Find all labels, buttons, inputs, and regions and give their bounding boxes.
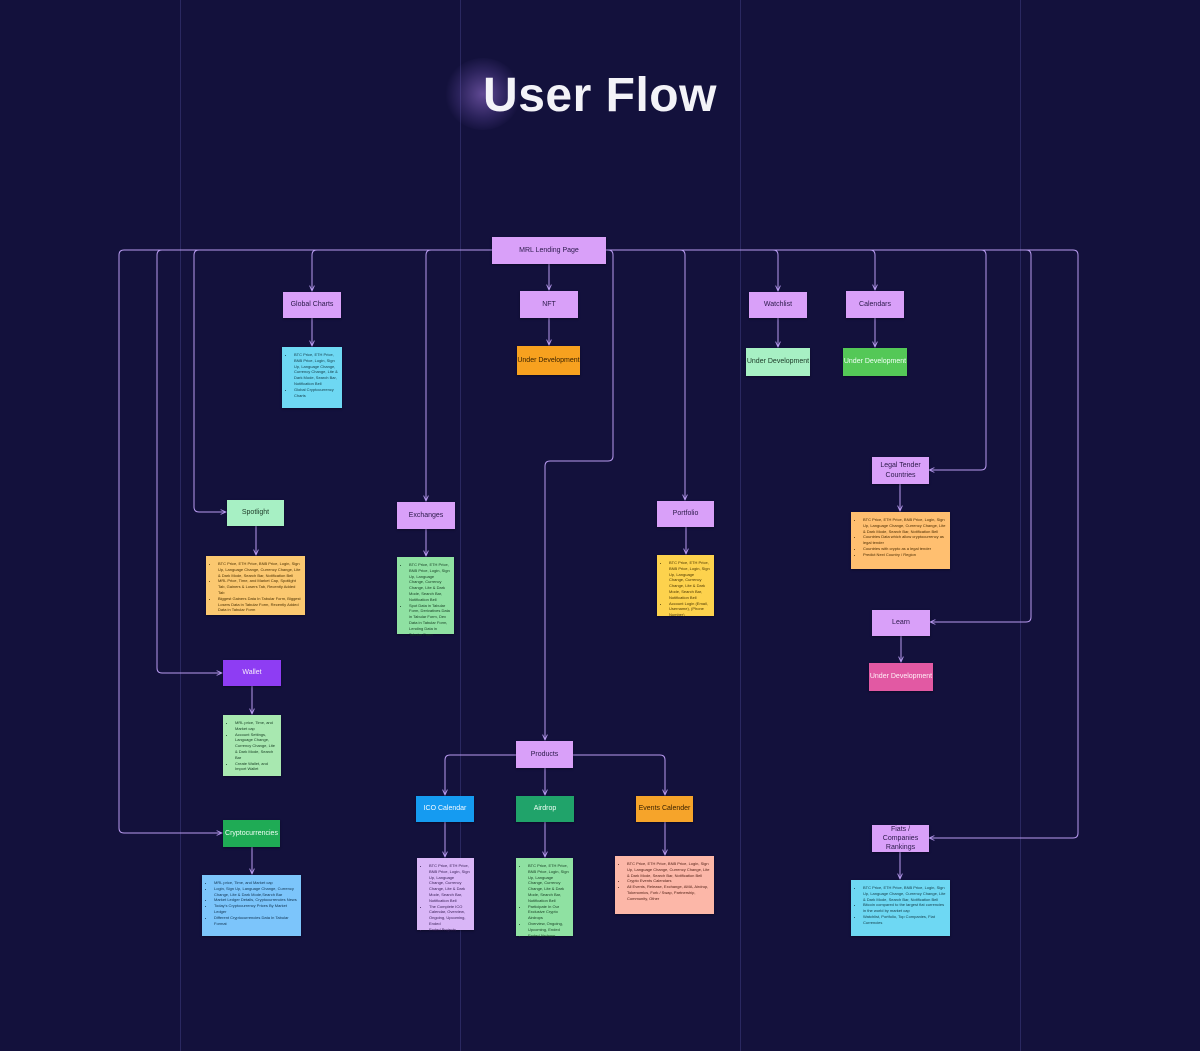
- legal-tender-countries-node[interactable]: Legal Tender Countries: [872, 457, 929, 484]
- watchlist-node[interactable]: Watchlist: [749, 292, 807, 318]
- connector-line: [156, 249, 492, 673]
- airdrop-notes: BTC Price, ETH Price, BNB Price, Login, …: [516, 858, 573, 939]
- landing-page-node[interactable]: MRL Lending Page: [492, 237, 606, 264]
- fiats-companies-rankings-node[interactable]: Fiats / Companies Rankings: [872, 825, 929, 852]
- legal-tender-notes: BTC Price, ETH Price, BNB Price, Login, …: [851, 512, 950, 569]
- note-item: MRL price, Time, and Market cap: [235, 720, 277, 732]
- connector-line: [118, 249, 492, 833]
- connector-line: [445, 754, 516, 795]
- note-item: The Complete ICO Calendar, Overview, Ong…: [429, 904, 470, 927]
- wallet-notes: MRL price, Time, and Market cap Account …: [223, 715, 281, 776]
- note-item: Today's Cryptocurrency Prices By Market …: [214, 903, 297, 915]
- products-node[interactable]: Products: [516, 741, 573, 768]
- note-item: Bitcoin compared to the largest fiat cur…: [863, 902, 946, 914]
- ico-calendar-notes: BTC Price, ETH Price, BNB Price, Login, …: [417, 858, 474, 933]
- note-item: Predict Next Country / Region: [863, 552, 946, 558]
- title-glow: [445, 58, 521, 130]
- grid-column-line: [460, 0, 461, 1051]
- note-item: Different Cryptocurrencies Data In Tabul…: [214, 915, 297, 927]
- note-item: Ended Airdrops: [528, 933, 569, 939]
- grid-column-line: [1020, 0, 1021, 1051]
- portfolio-notes: BTC Price, ETH Price, BNB Price, Login, …: [657, 555, 714, 618]
- note-item: Ended Projects: [429, 927, 470, 933]
- connector-line: [606, 249, 685, 500]
- watchlist-under-development-node[interactable]: Under Development: [746, 348, 810, 376]
- cryptocurrencies-node[interactable]: Cryptocurrencies: [223, 820, 280, 847]
- note-item: Countries with crypto as a legal tender: [863, 546, 946, 552]
- events-calendar-notes: BTC Price, ETH Price, BNB Price, Login, …: [615, 856, 714, 914]
- connector-line: [312, 249, 492, 291]
- connector-line: [573, 754, 665, 795]
- spotlight-node[interactable]: Spotlight: [227, 500, 284, 526]
- note-item: BTC Price, ETH Price, BNB Price, Login, …: [429, 863, 470, 904]
- note-item: Biggest Gainers Data In Tabular Form, Bi…: [218, 596, 301, 613]
- note-item: Account Login (Email, Username), (Phone …: [669, 601, 710, 618]
- calendars-under-development-node[interactable]: Under Development: [843, 348, 907, 376]
- page-title: User Flow: [483, 69, 717, 122]
- connector-line: [606, 249, 875, 290]
- note-item: MRL Price, Time, and Market Cap, Spotlig…: [218, 578, 301, 595]
- note-item: All Events, Release, Exchange, AMA, Aird…: [627, 884, 710, 901]
- note-item: BTC Price, ETH Price, BNB Price, Login, …: [409, 562, 450, 603]
- connector-line: [426, 249, 492, 501]
- global-charts-node[interactable]: Global Charts: [283, 292, 341, 318]
- fiats-notes: BTC Price, ETH Price, BNB Price, Login, …: [851, 880, 950, 936]
- note-item: BTC Price, ETH Price, BNB Price, Login, …: [218, 561, 301, 578]
- learn-node[interactable]: Learn: [872, 610, 930, 636]
- note-item: Watchlist, Portfolio, Top Companies, Fia…: [863, 914, 946, 926]
- ico-calendar-node[interactable]: ICO Calendar: [416, 796, 474, 822]
- note-item: Participate In Our Exclusive Crypto Aird…: [528, 904, 569, 921]
- note-item: Countries Data which allow cryptocurrenc…: [863, 534, 946, 546]
- note-item: Create Wallet, and Import Wallet: [235, 761, 277, 773]
- events-calendar-node[interactable]: Events Calender: [636, 796, 693, 822]
- note-item: Market Ledger Details, Cryptocurrencies …: [214, 897, 297, 903]
- nft-under-development-node[interactable]: Under Development: [517, 346, 580, 375]
- learn-under-development-node[interactable]: Under Development: [869, 663, 933, 691]
- connector-line: [545, 249, 614, 740]
- note-item: BTC Price, ETH Price, BNB Price, Login, …: [294, 352, 338, 387]
- note-item: BTC Price, ETH Price, BNB Price, Login, …: [627, 861, 710, 878]
- calendars-node[interactable]: Calendars: [846, 291, 904, 318]
- note-item: Account Settings, Language Change, Curre…: [235, 732, 277, 761]
- global-charts-notes: BTC Price, ETH Price, BNB Price, Login, …: [282, 347, 342, 408]
- grid-column-line: [740, 0, 741, 1051]
- grid-column-line: [180, 0, 181, 1051]
- note-item: BTC Price, ETH Price, BNB Price, Login, …: [669, 560, 710, 601]
- exchanges-node[interactable]: Exchanges: [397, 502, 455, 529]
- note-item: Spot Data in Tabular Form, Derivatives D…: [409, 603, 450, 638]
- note-item: Login, Sign Up, Language Change, Currenc…: [214, 886, 297, 898]
- nft-node[interactable]: NFT: [520, 291, 578, 318]
- note-item: Global Cryptocurrency Charts: [294, 387, 338, 399]
- wallet-node[interactable]: Wallet: [223, 660, 281, 686]
- note-item: Crypto Events Calendars: [627, 878, 710, 884]
- note-item: BTC Price, ETH Price, BNB Price, Login, …: [528, 863, 569, 904]
- portfolio-node[interactable]: Portfolio: [657, 501, 714, 527]
- note-item: Overview, Ongoing, Upcoming, Ended: [528, 921, 569, 933]
- connector-line: [606, 249, 1079, 838]
- note-item: MRL price, Time, and Market cap: [214, 880, 297, 886]
- exchanges-notes: BTC Price, ETH Price, BNB Price, Login, …: [397, 557, 454, 637]
- cryptocurrencies-notes: MRL price, Time, and Market cap Login, S…: [202, 875, 301, 936]
- spotlight-notes: BTC Price, ETH Price, BNB Price, Login, …: [206, 556, 305, 615]
- connector-line: [606, 249, 778, 291]
- airdrop-node[interactable]: Airdrop: [516, 796, 574, 822]
- note-item: BTC Price, ETH Price, BNB Price, Login, …: [863, 517, 946, 534]
- connector-line: [193, 249, 492, 512]
- note-item: BTC Price, ETH Price, BNB Price, Login, …: [863, 885, 946, 902]
